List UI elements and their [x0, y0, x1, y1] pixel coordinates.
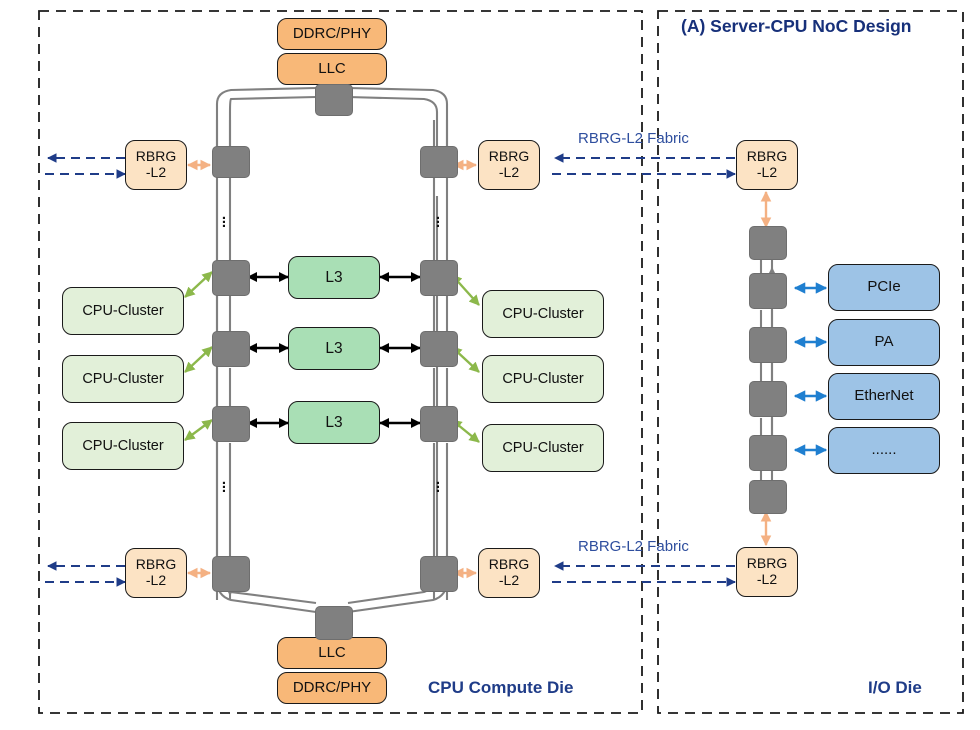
cpu-cluster-r3[interactable]: CPU-Cluster: [482, 424, 604, 472]
rbrg-label-line1: RBRG: [746, 148, 788, 165]
ddrc-phy-bottom-block[interactable]: DDRC/PHY: [277, 672, 387, 704]
cpu-cluster-l2[interactable]: CPU-Cluster: [62, 355, 184, 403]
router-top[interactable]: [315, 84, 353, 116]
ellipsis-right-top: ...: [435, 206, 441, 231]
rbrg-label-line2: -L2: [145, 572, 167, 588]
rbrg-label-line2: -L2: [756, 164, 778, 180]
router-io-4[interactable]: [749, 381, 787, 417]
router-right-3[interactable]: [420, 331, 458, 367]
router-left-5[interactable]: [212, 556, 250, 592]
rbrg-label-line2: -L2: [756, 571, 778, 587]
router-left-1[interactable]: [212, 146, 250, 178]
router-right-1[interactable]: [420, 146, 458, 178]
rbrg-label-line2: -L2: [498, 164, 520, 180]
io-die-boundary: [657, 10, 964, 714]
io-die-label: I/O Die: [868, 678, 922, 697]
router-io-3[interactable]: [749, 327, 787, 363]
ellipsis-left-bottom: ...: [221, 471, 227, 496]
rbrg-l2-bot-left[interactable]: RBRG -L2: [125, 548, 187, 598]
router-io-6[interactable]: [749, 480, 787, 514]
rbrg-label-line1: RBRG: [135, 556, 177, 573]
rbrg-l2-bot-io[interactable]: RBRG -L2: [736, 547, 798, 597]
rbrg-l2-top-io[interactable]: RBRG -L2: [736, 140, 798, 190]
rbrg-l2-bot-right[interactable]: RBRG -L2: [478, 548, 540, 598]
io-block-pcie[interactable]: PCIe: [828, 264, 940, 311]
rbrg-label-line1: RBRG: [135, 148, 177, 165]
router-right-2[interactable]: [420, 260, 458, 296]
router-io-2[interactable]: [749, 273, 787, 309]
figure-title: (A) Server-CPU NoC Design: [681, 16, 912, 36]
rbrg-label-line2: -L2: [498, 572, 520, 588]
router-left-3[interactable]: [212, 331, 250, 367]
rbrg-l2-top-right[interactable]: RBRG -L2: [478, 140, 540, 190]
ellipsis-left-top: ...: [221, 206, 227, 231]
l3-router-links: [246, 271, 422, 429]
cpu-cluster-r2[interactable]: CPU-Cluster: [482, 355, 604, 403]
router-bottom[interactable]: [315, 606, 353, 640]
rbrg-l2-fabric-links: [45, 153, 736, 587]
cpu-cluster-r1[interactable]: CPU-Cluster: [482, 290, 604, 338]
l3-cache-1[interactable]: L3: [288, 256, 380, 299]
l3-cache-3[interactable]: L3: [288, 401, 380, 444]
rbrg-label-line1: RBRG: [488, 556, 530, 573]
cpu-cluster-l1[interactable]: CPU-Cluster: [62, 287, 184, 335]
ring-right-rails: [432, 120, 449, 600]
rbrg-l2-top-left[interactable]: RBRG -L2: [125, 140, 187, 190]
router-left-4[interactable]: [212, 406, 250, 442]
cpu-cluster-l3[interactable]: CPU-Cluster: [62, 422, 184, 470]
cpu-compute-die-label: CPU Compute Die: [428, 678, 574, 697]
rbrg-label-line1: RBRG: [746, 555, 788, 572]
llc-bottom-block[interactable]: LLC: [277, 637, 387, 669]
ellipsis-right-bottom: ...: [435, 471, 441, 496]
rbrg-label-line2: -L2: [145, 164, 167, 180]
io-block-ethernet[interactable]: EtherNet: [828, 373, 940, 420]
router-io-5[interactable]: [749, 435, 787, 471]
rbrg-label-line1: RBRG: [488, 148, 530, 165]
io-block-router-links: [793, 282, 828, 456]
router-left-2[interactable]: [212, 260, 250, 296]
fabric-label-bottom: RBRG-L2 Fabric: [578, 538, 689, 555]
llc-top-block[interactable]: LLC: [277, 53, 387, 85]
ddrc-phy-top-block[interactable]: DDRC/PHY: [277, 18, 387, 50]
io-block-pa[interactable]: PA: [828, 319, 940, 366]
router-right-5[interactable]: [420, 556, 458, 592]
ring-left-rails: [215, 120, 232, 600]
router-io-1[interactable]: [749, 226, 787, 260]
fabric-label-top: RBRG-L2 Fabric: [578, 130, 689, 147]
l3-cache-2[interactable]: L3: [288, 327, 380, 370]
router-right-4[interactable]: [420, 406, 458, 442]
io-block-more[interactable]: ......: [828, 427, 940, 474]
cpu-compute-die-boundary: [38, 10, 643, 714]
